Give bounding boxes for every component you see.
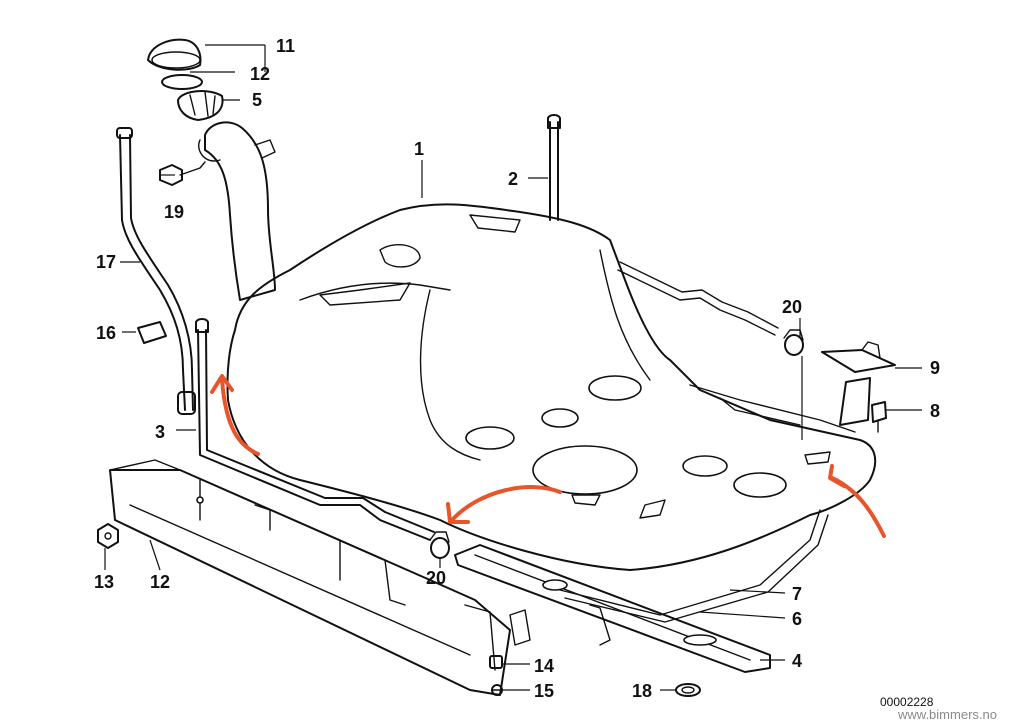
arrow-middle-head: [446, 502, 470, 524]
clip-14: [489, 655, 503, 669]
fuel-line-3: [195, 318, 435, 541]
clip-16: [137, 321, 167, 344]
callout-14: 14: [534, 656, 554, 676]
heat-shield: [109, 459, 511, 696]
clamp-20-right: [783, 329, 804, 356]
arrow-left: [220, 378, 260, 456]
callout-1: 1: [414, 139, 424, 159]
tank-frame: [559, 509, 829, 646]
callout-12: 12: [150, 572, 170, 592]
callout-5: 5: [252, 90, 262, 110]
filler-cap-assembly: [147, 38, 224, 121]
callout-10: 11: [276, 36, 295, 56]
nut-13: [97, 523, 119, 549]
callout-9: 9: [930, 358, 940, 378]
tank-strap: [454, 544, 771, 673]
callout-4: 4: [792, 651, 802, 671]
callout-17: 17: [96, 252, 116, 272]
arrow-right: [830, 476, 886, 538]
clamp-20-left: [429, 531, 450, 559]
callout-11: 12: [250, 64, 270, 84]
bolt-19: [159, 161, 206, 186]
watermark: www.bimmers.no: [897, 707, 997, 722]
callout-18: 18: [632, 681, 652, 701]
filler-neck: [198, 121, 276, 301]
fuel-line-2: [547, 114, 779, 336]
bolt-8: [871, 401, 887, 433]
callout-6: 6: [792, 609, 802, 629]
callout-20-left: 20: [426, 568, 446, 588]
bracket: [839, 377, 871, 426]
callout-7: 7: [792, 584, 802, 604]
arrow-middle: [450, 485, 562, 522]
callouts: 11 12 5 1 2 19 17 16 3 20 9 8 20 13 12 7…: [94, 36, 940, 701]
callout-19: 19: [164, 202, 184, 222]
callout-8: 8: [930, 401, 940, 421]
callout-15: 15: [534, 681, 554, 701]
washer-18: [675, 683, 701, 697]
fuel-tank: [226, 203, 877, 571]
screw-15: [491, 684, 503, 696]
arrow-right-head: [828, 464, 846, 488]
vent-pipe: [116, 127, 196, 415]
callout-16: 16: [96, 323, 116, 343]
callout-13: 13: [94, 572, 114, 592]
callout-3: 3: [155, 422, 165, 442]
leader-lines: [104, 44, 922, 691]
annotation-arrows: [210, 374, 886, 538]
mount-9: [821, 341, 896, 373]
callout-2: 2: [508, 169, 518, 189]
drawing-number: 00002228: [880, 695, 934, 709]
callout-20-right: 20: [782, 297, 802, 317]
arrow-left-head: [210, 374, 234, 394]
